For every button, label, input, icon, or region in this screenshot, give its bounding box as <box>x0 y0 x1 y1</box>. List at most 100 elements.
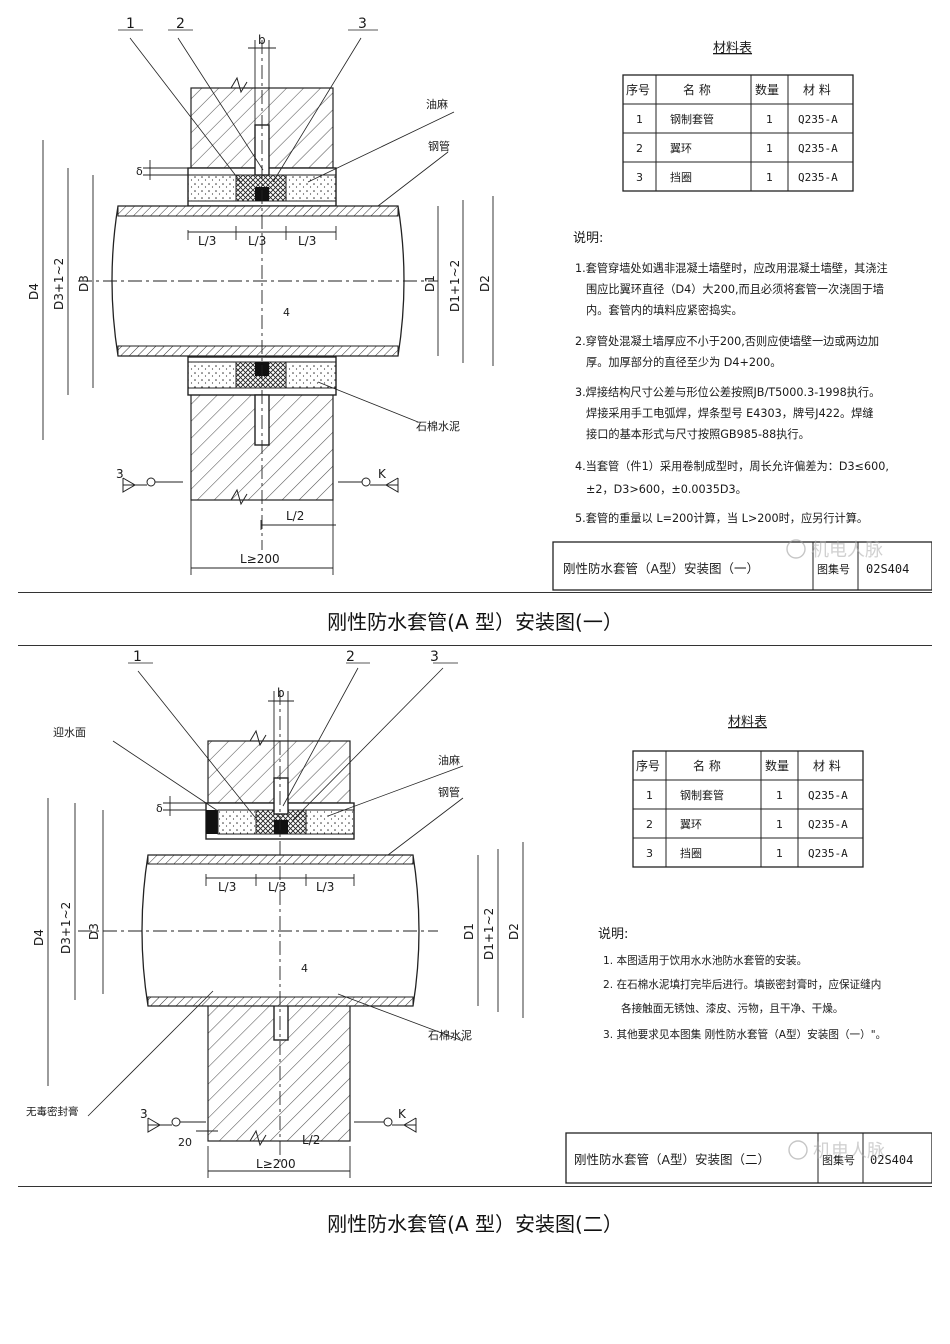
drawing-sheet-1: 1 2 3 b δ 4 油麻 钢管 石棉水泥 L/3 L/3 L/3 L/2 L… <box>18 0 932 593</box>
table-cell: Q235-A <box>808 847 848 860</box>
dim-b: b <box>258 33 266 47</box>
dim-d2: D2 <box>478 275 492 292</box>
title-block-name: 刚性防水套管（A型）安装图（一） <box>563 561 759 576</box>
watermark: 机电人脉 <box>786 539 883 561</box>
callout-2: 2 <box>346 649 355 665</box>
table-header-material: 材 料 <box>813 759 841 773</box>
dim-b: b <box>277 686 285 700</box>
callout-3: 3 <box>430 649 439 665</box>
note-line: 1.套管穿墙处如遇非混凝土墙壁时，应改用混凝土墙壁，其浇注 <box>575 261 888 275</box>
callout-1: 1 <box>126 16 135 32</box>
notes-title: 说明: <box>573 231 603 246</box>
table-cell: Q235-A <box>808 789 848 802</box>
dim-l3-c: L/3 <box>298 234 316 248</box>
dim-d1: D1 <box>462 923 476 940</box>
materials-table-title: 材料表 <box>713 41 752 56</box>
label-water-face: 迎水面 <box>53 726 86 739</box>
sleeve-drawing-1: 1 2 3 b δ 4 油麻 钢管 石棉水泥 L/3 L/3 L/3 L/2 L… <box>27 16 932 591</box>
dim-d3-tol: D3+1~2 <box>59 902 73 954</box>
materials-table <box>632 750 864 868</box>
table-cell: 2 <box>636 142 643 155</box>
dim-lmin: L≥200 <box>240 552 280 566</box>
drawing-sheet-2: 1 2 3 b δ 4 20 迎水面 油麻 钢管 石棉水泥 无毒密封膏 L/3 … <box>18 645 932 1187</box>
table-header-name: 名 称 <box>683 82 711 97</box>
dim-l3-b: L/3 <box>268 880 286 894</box>
watermark: 机电人脉 <box>788 1140 885 1162</box>
dim-d1-tol: D1+1~2 <box>448 260 462 312</box>
dim-4: 4 <box>283 306 290 319</box>
label-oil-hemp: 油麻 <box>438 753 460 767</box>
table-cell: 翼环 <box>670 142 692 155</box>
table-cell: 1 <box>776 789 783 802</box>
atlas-label: 图集号 <box>822 1153 855 1167</box>
dim-d4: D4 <box>27 283 41 300</box>
dim-l2: L/2 <box>286 509 304 523</box>
table-header-qty: 数量 <box>755 82 779 97</box>
materials-table <box>622 74 854 192</box>
table-cell: Q235-A <box>798 113 838 126</box>
note-line: 焊接采用手工电弧焊，焊条型号 E4303，牌号J422。焊缝 <box>586 406 874 420</box>
note-line: 2. 在石棉水泥填打完毕后进行。填嵌密封膏时，应保证缝内 <box>603 978 881 991</box>
note-line: ±2，D3>600，±0.0035D3。 <box>586 483 747 496</box>
watermark-text: 机电人脉 <box>813 1141 885 1162</box>
atlas-number: 02S404 <box>866 562 909 576</box>
callout-3: 3 <box>358 16 367 32</box>
label-asbestos-cement: 石棉水泥 <box>416 419 460 433</box>
dim-l3-a: L/3 <box>218 880 236 894</box>
dim-lmin: L≥200 <box>256 1157 296 1171</box>
title-block <box>552 541 932 591</box>
note-line: 厚。加厚部分的直径至少为 D4+200。 <box>586 355 781 369</box>
table-cell: 钢制套管 <box>680 788 724 802</box>
atlas-label: 图集号 <box>817 562 850 576</box>
table-cell: Q235-A <box>798 142 838 155</box>
table-cell: 1 <box>766 113 773 126</box>
dim-d3: D3 <box>87 923 101 940</box>
table-cell: 3 <box>636 171 643 184</box>
dim-d4: D4 <box>32 929 46 946</box>
table-cell: 1 <box>646 789 653 802</box>
dim-d3: D3 <box>77 275 91 292</box>
note-line: 各接触面无锈蚀、漆皮、污物，且干净、干燥。 <box>621 1002 843 1015</box>
dim-d1-tol: D1+1~2 <box>482 908 496 960</box>
table-cell: 2 <box>646 818 653 831</box>
dim-l2: L/2 <box>302 1133 320 1147</box>
table-cell: 挡圈 <box>670 170 692 184</box>
table-cell: 1 <box>636 113 643 126</box>
dim-20: 20 <box>178 1136 192 1149</box>
stop-ring-top <box>274 820 288 834</box>
label-sealant: 无毒密封膏 <box>26 1105 79 1118</box>
dim-d2: D2 <box>507 923 521 940</box>
table-cell: Q235-A <box>798 171 838 184</box>
callout-2: 2 <box>176 16 185 32</box>
watermark-text: 机电人脉 <box>811 540 883 561</box>
title-block <box>565 1132 932 1184</box>
table-header-index: 序号 <box>626 82 650 97</box>
table-cell: 1 <box>766 171 773 184</box>
label-steel-pipe: 钢管 <box>428 139 450 153</box>
label-oil-hemp: 油麻 <box>426 97 448 111</box>
dim-d3-tol: D3+1~2 <box>52 258 66 310</box>
section-marker-right: K <box>398 1107 407 1121</box>
table-header-index: 序号 <box>636 758 660 773</box>
table-cell: 1 <box>776 847 783 860</box>
section-marker-right: K <box>378 467 387 481</box>
label-steel-pipe: 钢管 <box>438 785 460 799</box>
materials-table-title: 材料表 <box>728 715 767 730</box>
dim-l3-c: L/3 <box>316 880 334 894</box>
table-cell: 1 <box>776 818 783 831</box>
label-asbestos-cement: 石棉水泥 <box>428 1028 472 1042</box>
caption-2: 刚性防水套管(A 型）安装图(二） <box>327 1212 623 1236</box>
section-marker-left: 3 <box>116 467 124 481</box>
table-cell: Q235-A <box>808 818 848 831</box>
note-line: 4.当套管（件1）采用卷制成型时，周长允许偏差为：D3≤600, <box>575 459 889 473</box>
note-line: 接口的基本形式与尺寸按照GB985-88执行。 <box>586 427 810 441</box>
note-line: 内。套管内的填料应紧密捣实。 <box>586 303 743 317</box>
wing-ring-top <box>273 777 289 815</box>
caption-1: 刚性防水套管(A 型）安装图(一） <box>327 610 623 634</box>
callout-1: 1 <box>133 649 142 665</box>
note-line: 2.穿管处混凝土墙厚应不小于200,否则应使墙壁一边或两边加 <box>575 334 879 348</box>
table-cell: 挡圈 <box>680 846 702 860</box>
sleeve-drawing-2: 1 2 3 b δ 4 20 迎水面 油麻 钢管 石棉水泥 无毒密封膏 L/3 … <box>26 649 932 1184</box>
notes-title: 说明: <box>598 927 628 942</box>
table-header-name: 名 称 <box>693 758 721 773</box>
